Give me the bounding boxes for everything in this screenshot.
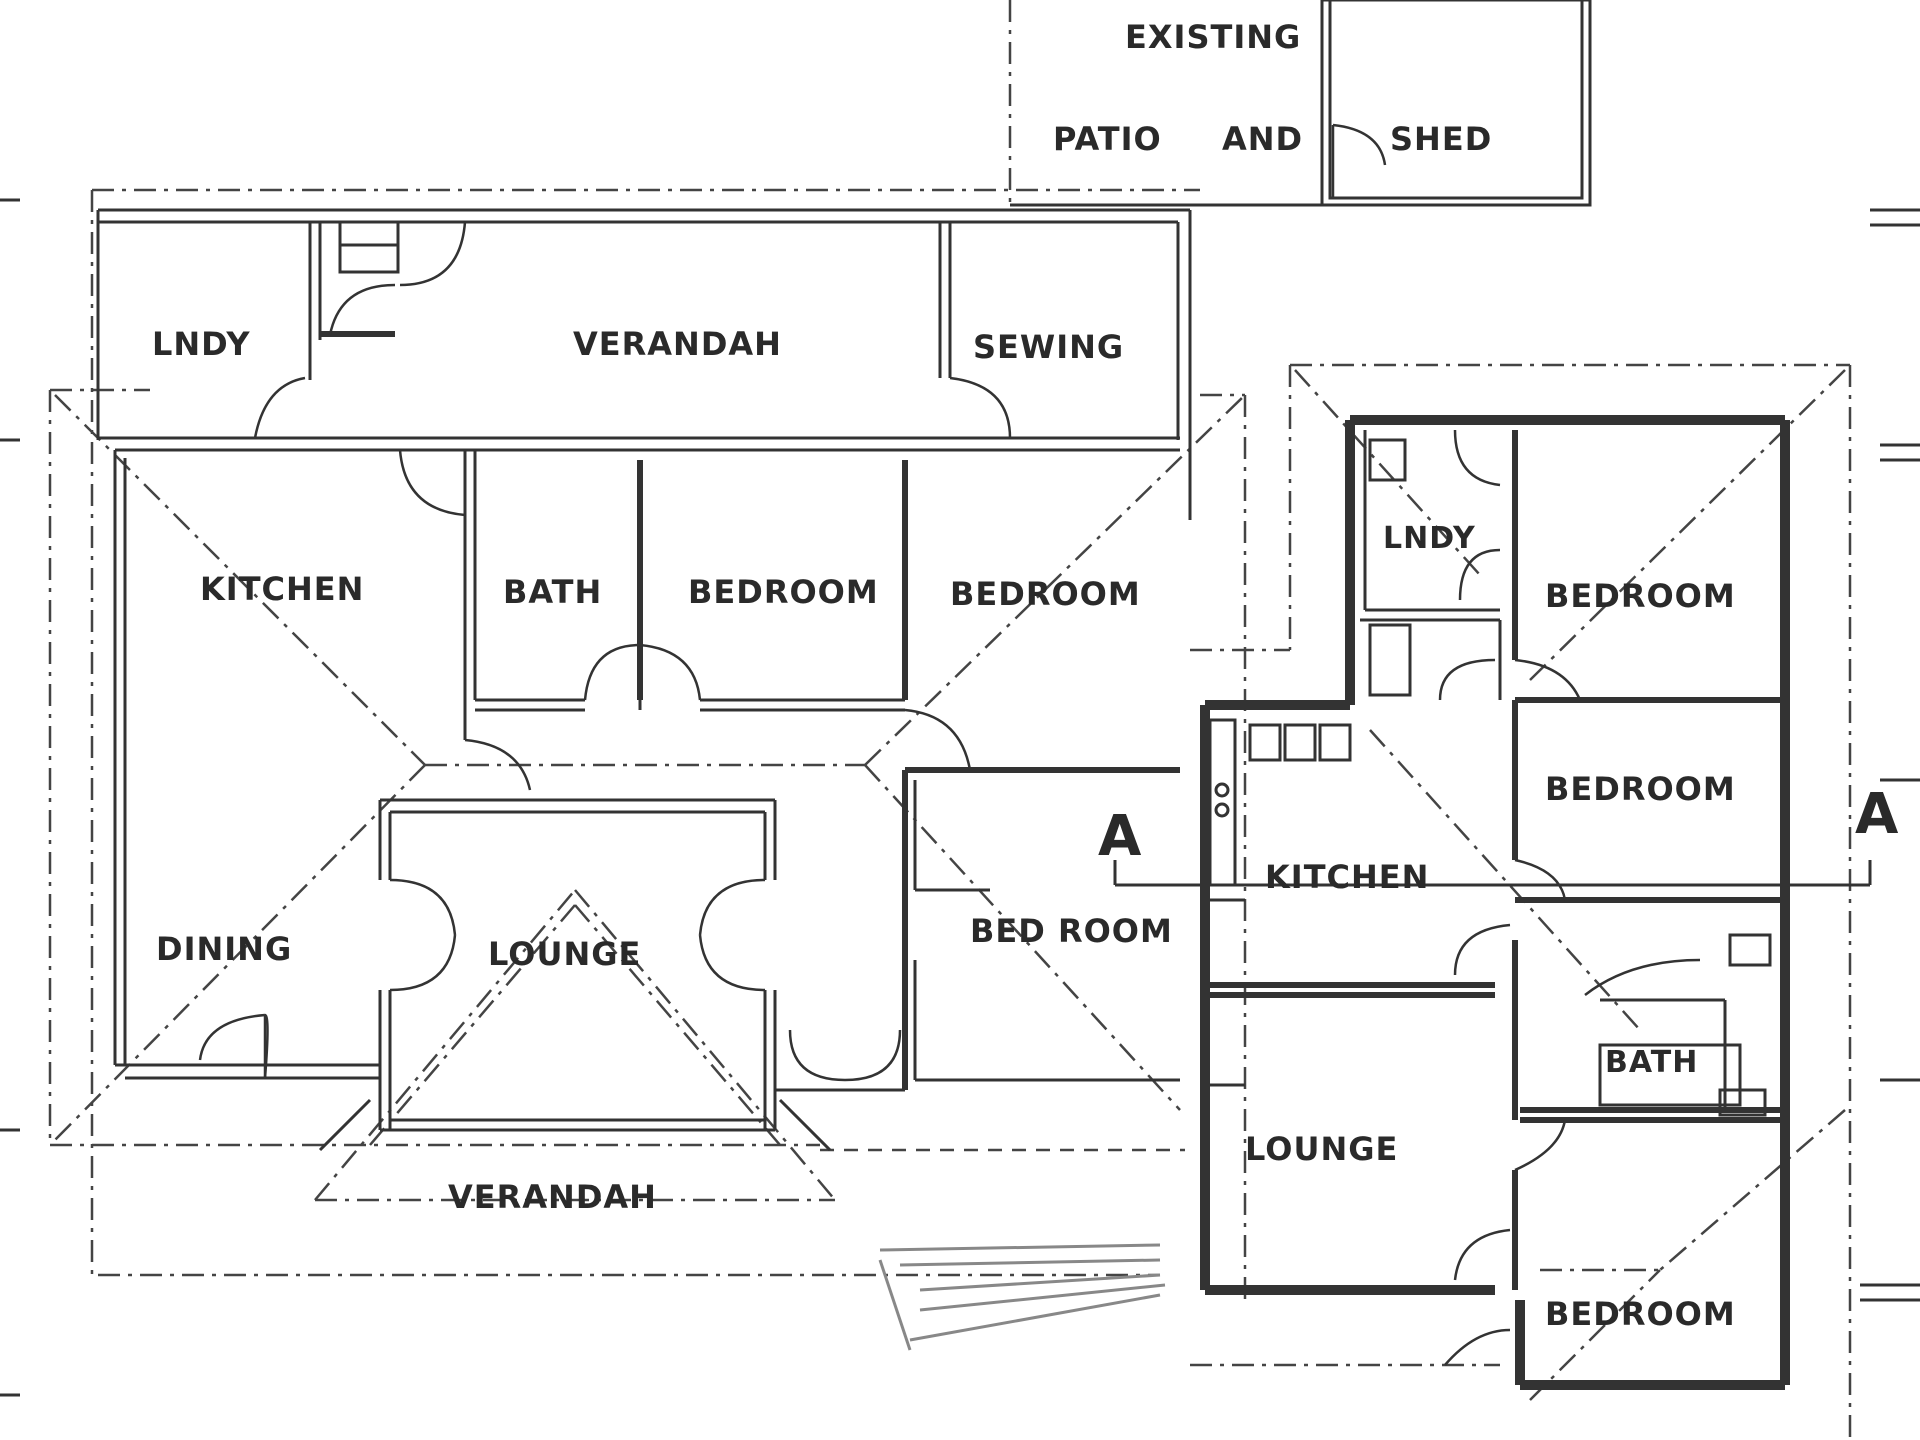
adjacent-property-lines [0, 198, 1920, 1397]
existing-patio-shed [1008, 0, 1592, 207]
label-verandah-top: VERANDAH [573, 325, 782, 363]
label-patio: PATIO [1053, 120, 1162, 158]
label-sewing: SEWING [973, 328, 1124, 366]
label-bedroom-right-2: BEDROOM [1545, 770, 1736, 808]
label-lndy-right: LNDY [1383, 521, 1476, 556]
label-bedroom-right-3: BEDROOM [1545, 1295, 1736, 1333]
label-existing: EXISTING [1125, 18, 1301, 56]
label-bath-right: BATH [1605, 1045, 1698, 1080]
label-and: AND [1222, 120, 1303, 158]
section-marker-right: A [1855, 782, 1899, 847]
labels-right-house: LNDY BEDROOM BEDROOM KITCHEN BATH LOUNGE… [1245, 521, 1736, 1333]
left-house [48, 188, 1246, 1277]
label-verandah-bottom: VERANDAH [448, 1178, 657, 1216]
label-lounge-left: LOUNGE [488, 935, 641, 973]
label-lndy-left: LNDY [152, 325, 251, 363]
labels-existing: EXISTING PATIO AND SHED [1053, 18, 1492, 158]
label-bath-left: BATH [503, 573, 602, 611]
label-kitchen-right: KITCHEN [1265, 858, 1429, 896]
label-bedroom-left-1: BEDROOM [688, 573, 879, 611]
label-lounge-right: LOUNGE [1245, 1130, 1398, 1168]
label-bed-room: BED ROOM [970, 912, 1173, 950]
section-marker-left: A [1098, 804, 1142, 869]
label-kitchen-left: KITCHEN [200, 570, 364, 608]
label-dining: DINING [156, 930, 292, 968]
labels-left-house: LNDY VERANDAH SEWING KITCHEN BATH BEDROO… [152, 325, 1173, 1216]
entry-steps [878, 1243, 1166, 1351]
label-bedroom-left-2: BEDROOM [950, 575, 1141, 613]
label-shed: SHED [1390, 120, 1492, 158]
section-markers: A A [1098, 782, 1899, 869]
label-bedroom-right-1: BEDROOM [1545, 577, 1736, 615]
right-house [1113, 363, 1872, 1440]
